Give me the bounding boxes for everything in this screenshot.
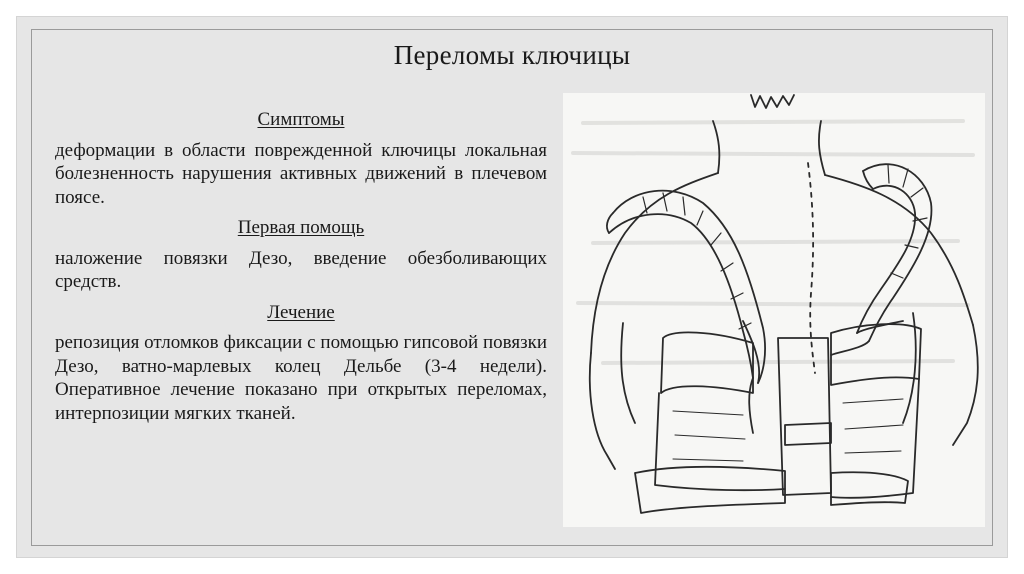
first-aid-heading: Первая помощь bbox=[237, 217, 365, 238]
slide-frame bbox=[31, 29, 993, 546]
first-aid-text: наложение повязки Дезо, введение обезбол… bbox=[55, 247, 547, 293]
symptoms-text: деформации в области поврежденной ключиц… bbox=[55, 139, 547, 208]
treatment-heading: Лечение bbox=[267, 301, 335, 323]
slide-title: Переломы ключицы bbox=[393, 40, 631, 70]
text-column: Симптомы деформации в области поврежденн… bbox=[55, 108, 547, 432]
back-figure-with-clavicle-rings-illustration bbox=[563, 93, 985, 527]
symptoms-heading: Симптомы bbox=[257, 109, 345, 130]
treatment-text: репозиция отломков фиксации с помощью ги… bbox=[55, 332, 547, 424]
